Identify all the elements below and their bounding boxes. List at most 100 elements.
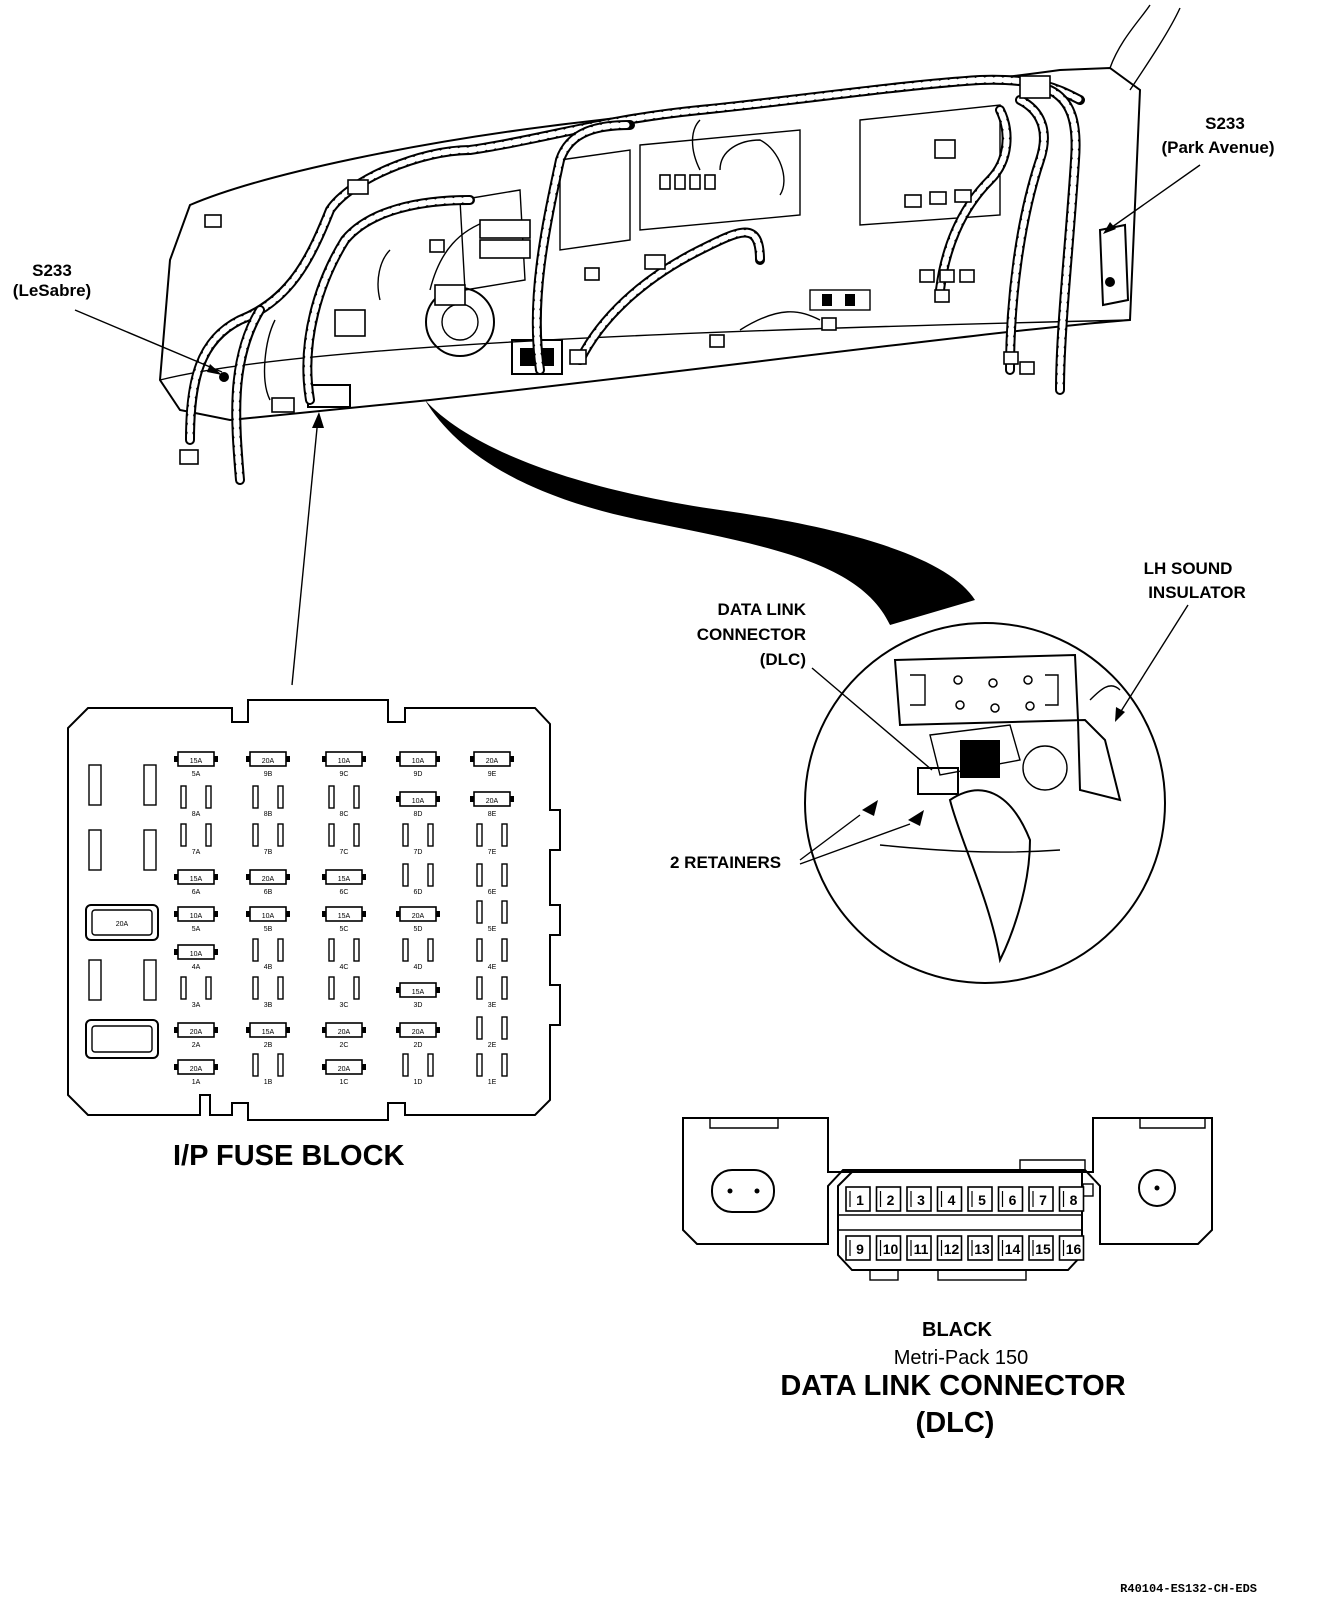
fuse-position: 5A xyxy=(192,926,201,933)
fuse-position: 7D xyxy=(414,849,423,856)
fuse-position: 6E xyxy=(488,889,497,896)
fuse-slot: 1B xyxy=(252,1053,284,1086)
dlc-pin: 12 xyxy=(936,1235,963,1261)
dlc-pin: 9 xyxy=(845,1235,871,1261)
arrowhead-icon xyxy=(312,412,324,428)
fuse-rating: 10A xyxy=(190,951,203,958)
fuse-rating: 10A xyxy=(338,758,351,765)
fuse-slot: 4B xyxy=(252,938,284,971)
fuse-position: 1D xyxy=(414,1079,423,1086)
svg-text:S233: S233 xyxy=(1205,114,1245,133)
svg-text:LH SOUND: LH SOUND xyxy=(1144,559,1233,578)
svg-text:CONNECTOR: CONNECTOR xyxy=(697,625,806,644)
fuse-position: 2B xyxy=(264,1042,273,1049)
svg-text:(LeSabre): (LeSabre) xyxy=(13,281,91,300)
fuse-slot: 3E xyxy=(476,976,508,1009)
fuse-rating: 10A xyxy=(190,913,203,920)
instrument-panel-illustration xyxy=(158,4,1181,485)
label-retainers: 2 RETAINERS xyxy=(670,853,781,872)
fuse-slot: 7D xyxy=(402,823,434,856)
fuse-slot: 7E xyxy=(476,823,508,856)
fuse-position: 5A xyxy=(192,771,201,778)
label-s233-lesabre: S233 (LeSabre) xyxy=(13,261,91,300)
fuse-slot: 8A xyxy=(180,785,212,818)
fuse-slot: 7A xyxy=(180,823,212,856)
fuse-slot: 20A 2D xyxy=(396,1022,440,1049)
fuse-position: 4D xyxy=(414,964,423,971)
fuse-position: 9D xyxy=(414,771,423,778)
svg-text:(Park Avenue): (Park Avenue) xyxy=(1161,138,1274,157)
fuse-position: 4E xyxy=(488,964,497,971)
dlc-pin-number: 2 xyxy=(887,1192,895,1208)
fuse-position: 6D xyxy=(414,889,423,896)
fuse-position: 9E xyxy=(488,771,497,778)
fuse-slot: 10A 5A xyxy=(174,906,218,933)
dlc-pin-number: 6 xyxy=(1009,1192,1017,1208)
dlc-pin-number: 7 xyxy=(1039,1192,1047,1208)
fuse-rating: 20A xyxy=(412,1029,425,1036)
fuse-position: 7A xyxy=(192,849,201,856)
fuse-position: 5E xyxy=(488,926,497,933)
fuse-slot: 7B xyxy=(252,823,284,856)
fuse-slot: 6E xyxy=(476,863,508,896)
svg-text:(DLC): (DLC) xyxy=(760,650,806,669)
dlc-pin-number: 11 xyxy=(914,1241,929,1257)
fuse-rating: 20A xyxy=(262,876,275,883)
dlc-pin: 10 xyxy=(875,1235,902,1261)
fuse-position: 4A xyxy=(192,964,201,971)
fuse-position: 9B xyxy=(264,771,273,778)
dlc-detail-circle xyxy=(804,622,1166,984)
dlc-pin-number: 16 xyxy=(1066,1241,1082,1257)
fuse-slot: 3B xyxy=(252,976,284,1009)
label-lh-sound-insulator: LH SOUND INSULATOR xyxy=(1144,559,1246,602)
fuse-position: 8E xyxy=(488,811,497,818)
dlc-pin-number: 4 xyxy=(948,1192,956,1208)
dlc-pin: 8 xyxy=(1058,1186,1085,1212)
fuse-position: 3B xyxy=(264,1002,273,1009)
dlc-color: BLACK xyxy=(922,1319,993,1341)
fuse-position: 4B xyxy=(264,964,273,971)
fuse-position: 1A xyxy=(192,1079,201,1086)
dlc-pin-number: 15 xyxy=(1035,1241,1051,1257)
dlc-title-line-2: (DLC) xyxy=(916,1407,995,1439)
dlc-pin: 16 xyxy=(1058,1235,1085,1261)
fuse-rating: 15A xyxy=(190,876,203,883)
dlc-title-line-1: DATA LINK CONNECTOR xyxy=(780,1370,1125,1402)
fuse-block-relays: 20A xyxy=(85,764,159,1059)
fuse-position: 6A xyxy=(192,889,201,896)
fuse-position: 1E xyxy=(488,1079,497,1086)
fuse-block-title: I/P FUSE BLOCK xyxy=(173,1140,405,1172)
fuse-position: 1B xyxy=(264,1079,273,1086)
fuse-rating: 10A xyxy=(412,758,425,765)
fuse-rating: 10A xyxy=(262,913,275,920)
fuse-rating: 20A xyxy=(338,1066,351,1073)
fuse-position: 5B xyxy=(264,926,273,933)
dlc-pin-number: 9 xyxy=(856,1241,864,1257)
arrowhead-icon xyxy=(207,364,222,375)
fuse-position: 7B xyxy=(264,849,273,856)
fuse-position: 2D xyxy=(414,1042,423,1049)
fuse-slot: 10A 5B xyxy=(246,906,290,933)
fuse-rating: 20A xyxy=(412,913,425,920)
label-s233-parkavenue: S233 (Park Avenue) xyxy=(1161,114,1274,157)
fuse-position: 6C xyxy=(340,889,349,896)
leader-s233-parkavenue xyxy=(1104,164,1201,233)
fuse-position: 8D xyxy=(414,811,423,818)
fuse-position: 2C xyxy=(340,1042,349,1049)
fuse-grid: 15A5A8A7A15A6A10A5A10A4A3A20A2A20A1A20A9… xyxy=(174,751,514,1086)
dlc-pin: 13 xyxy=(967,1235,993,1261)
fuse-position: 3A xyxy=(192,1002,201,1009)
